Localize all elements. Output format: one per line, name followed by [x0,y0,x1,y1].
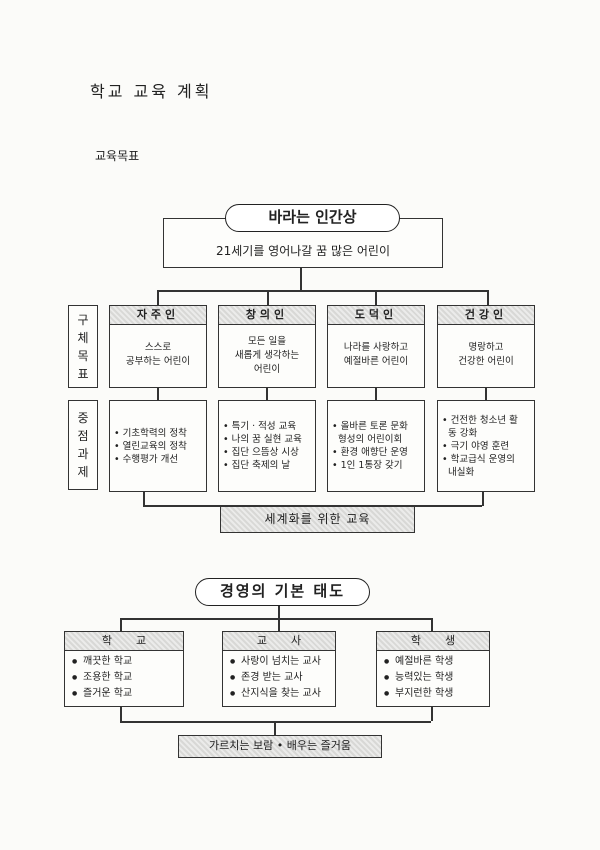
management-title: 경영의 기본 태도 [195,578,370,606]
task-item: • 학교급식 운영의 [442,453,515,465]
attitude-header: 학교 [65,632,183,651]
management-footer: 가르치는 보람 • 배우는 즐거움 [178,735,382,758]
row-label-tasks-source: 중점과제 [77,411,89,479]
connector [375,290,377,305]
section-title: 교육목표 [95,149,140,163]
connector [157,290,488,292]
connector [274,721,276,735]
goal-text: 공부하는 어린이 [125,356,191,367]
goal-header: 건강인 [438,306,534,325]
goal-text: 건강한 어린이 [458,356,514,367]
connector [120,707,122,721]
attitude-item: 부지런한 학생 [383,686,489,702]
row-label-goals: 구체목표 [68,305,98,388]
connector [375,388,377,400]
task-item: • 건전한 청소년 활 [442,414,518,426]
connector [143,505,482,507]
task-item: • 환경 애향단 운영 [332,447,408,458]
connector [157,388,159,400]
tasks-box: • 건전한 청소년 활 동 강화• 극기 야영 훈련• 학교급식 운영의 내실화 [437,400,535,492]
goal-text: 예절바른 어린이 [343,356,409,367]
tasks-box: • 기초학력의 정착• 열린교육의 정착• 수행평가 개선 [109,400,207,492]
task-item: • 극기 야영 훈련 [442,440,510,452]
tasks-box: • 올바른 토론 문화 형성의 어린이회 • 환경 애향단 운영 • 1인 1통장 … [327,400,425,492]
connector [431,618,433,631]
attitude-box: 학생 예절바른 학생능력있는 학생부지런한 학생 [376,631,490,707]
connector [266,388,268,400]
tasks-box: • 특기 · 적성 교육 • 나의 꿈 실현 교육 • 집단 으뜸상 시상 • 집단 … [218,400,316,492]
task-item: • 수행평가 개선 [114,453,179,465]
connector [120,721,431,723]
task-item: • 특기 · 적성 교육 [223,421,297,432]
connector [300,268,302,290]
ideal-title: 바라는 인간상 [225,204,400,232]
task-item: • 집단 으뜸상 시상 [223,447,299,458]
connector [485,388,487,400]
ideal-description: 21세기를 영어나갈 꿈 많은 어린이 [215,244,391,258]
task-item: • 1인 1통장 갖기 [332,460,403,471]
connector [143,492,145,506]
row-label-tasks-text: 중점과제 [69,401,97,489]
attitude-item: 사랑이 넘치는 교사 [229,654,335,670]
attitude-header: 학생 [377,632,489,651]
goal-header: 도덕인 [328,306,424,325]
task-item: • 올바른 토론 문화 [332,421,408,432]
connector [120,618,431,620]
attitude-item: 능력있는 학생 [383,670,489,686]
connector [278,606,280,618]
attitude-item: 조용한 학교 [71,670,183,686]
goal-text: 나라를 사랑하고 [343,342,409,353]
connector [482,492,484,506]
connector [431,707,433,721]
goal-header: 자주인 [110,306,206,325]
goal-text: 명랑하고 [468,342,504,353]
task-item: • 집단 축제의 날 [223,460,291,471]
row-label-goals-source: 구체목표 [77,312,89,381]
attitude-header: 교사 [223,632,335,651]
attitude-box: 학교 깨끗한 학교조용한 학교즐거운 학교 [64,631,184,707]
attitude-item: 존경 받는 교사 [229,670,335,686]
task-item: • 기초학력의 정착 [114,427,187,439]
goal-text: 어린이 [253,364,281,375]
connector [278,618,280,631]
task-item: 형성의 어린이회 [332,434,403,445]
connector [267,290,269,305]
row-label-goals-text: 구체목표 [69,306,97,387]
goal-text: 새롭게 생각하는 [234,350,300,361]
attitude-item: 즐거운 학교 [71,686,183,702]
attitude-item: 깨끗한 학교 [71,654,183,670]
attitude-box: 교사 사랑이 넘치는 교사존경 받는 교사산지식을 찾는 교사 [222,631,336,707]
page-title: 학교 교육 계획 [90,82,213,101]
attitude-item: 산지식을 찾는 교사 [229,686,335,702]
task-item: 내실화 [442,466,475,478]
goal-text: 모든 일을 [248,336,286,347]
task-item: • 나의 꿈 실현 교육 [223,434,302,445]
global-education-box: 세계화를 위한 교육 [220,506,415,533]
attitude-item: 예절바른 학생 [383,654,489,670]
task-item: • 열린교육의 정착 [114,440,187,452]
connector [157,290,159,305]
connector [120,618,122,631]
goal-header: 창의인 [219,306,315,325]
goal-text: 스스로 [144,342,172,353]
row-label-tasks: 중점과제 [68,400,98,490]
task-item: 동 강화 [442,427,478,439]
connector [487,290,489,305]
